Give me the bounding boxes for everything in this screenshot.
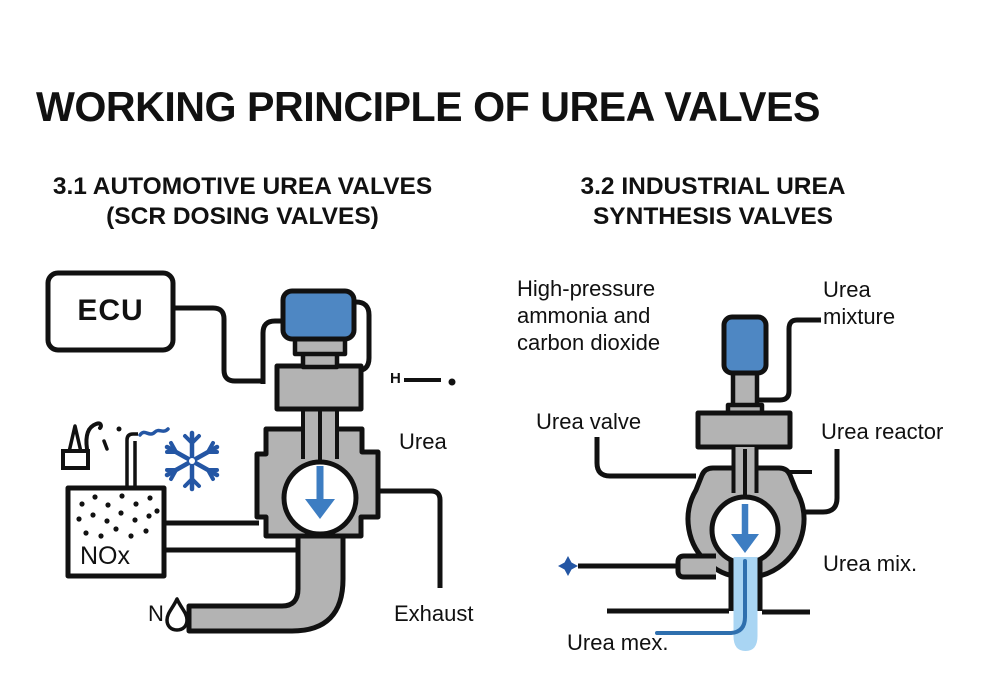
industrial-valve-body [675, 447, 807, 580]
temperature-probe-icon [116, 426, 170, 488]
outlet-stub [675, 553, 716, 580]
ecu-label: ECU [77, 294, 144, 327]
nox-label: NOx [80, 542, 130, 570]
droplet-icon [165, 597, 189, 632]
valve-flange [274, 363, 364, 412]
urea-valve-label: Urea valve [536, 409, 642, 434]
heater-label: H [390, 370, 401, 387]
automotive-valve-body [254, 405, 381, 539]
industrial-valve-top [695, 314, 793, 450]
sparkle-icon [558, 556, 578, 576]
urea-mixture-label: Urea mixture [823, 277, 896, 329]
n-gas-label: N [148, 601, 164, 626]
automotive-valve-top [274, 288, 364, 412]
particle-dots [76, 493, 160, 539]
heading-automotive: 3.1 AUTOMOTIVE UREA VALVES (SCR DOSING V… [30, 172, 455, 232]
industrial-callout-lines [578, 317, 840, 615]
exhaust-pipe [186, 527, 346, 634]
urea-mix-label: Urea mix. [823, 551, 918, 576]
heading-automotive-line1: 3.1 AUTOMOTIVE UREA VALVES [52, 173, 433, 200]
feed-label: High-pressure ammonia and carbon dioxide [517, 276, 661, 355]
exhaust-label: Exhaust [394, 601, 474, 626]
page-title: WORKING PRINCIPLE OF UREA VALVES [36, 83, 820, 130]
heading-industrial-line2: SYNTHESIS VALVES [592, 203, 834, 230]
nox-pipes [165, 520, 300, 553]
urea-stream [655, 557, 763, 651]
heading-industrial: 3.2 INDUSTRIAL UREA SYNTHESIS VALVES [548, 172, 878, 232]
urea-reactor-label: Urea reactor [821, 419, 944, 444]
heading-automotive-line2: (SCR DOSING VALVES) [106, 203, 379, 230]
down-arrow-icon [305, 466, 335, 519]
nox-sensor-box [65, 485, 167, 579]
solenoid-actuator [280, 288, 357, 342]
nozzle-walls [728, 559, 763, 611]
urea-mex-label: Urea mex. [567, 630, 669, 655]
valve-flange [695, 410, 793, 450]
exhaust-callout-line [378, 488, 443, 588]
actuator [721, 314, 769, 376]
injector-icon [61, 421, 109, 470]
snowflake-icon [164, 430, 220, 492]
urea-label: Urea [399, 429, 447, 454]
heater-legend-line [404, 378, 456, 386]
ecu-box [45, 270, 176, 353]
urea-mex-callout-line [655, 559, 747, 635]
heading-industrial-line1: 3.2 INDUSTRIAL UREA [580, 173, 846, 200]
down-arrow-icon [731, 504, 759, 553]
